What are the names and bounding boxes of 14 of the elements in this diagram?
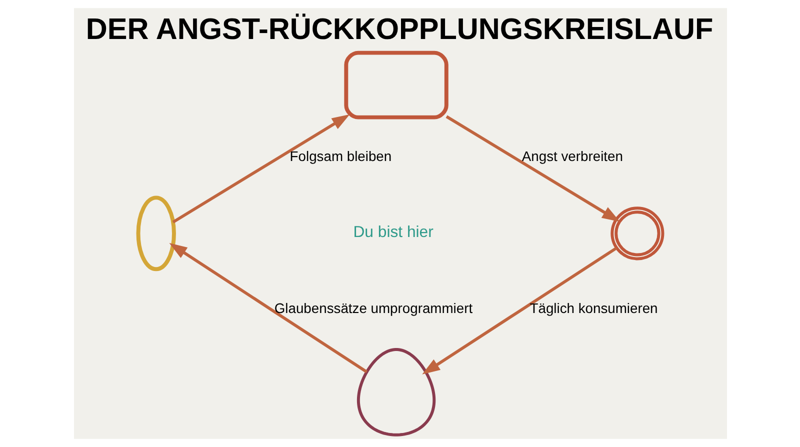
node-head: [356, 348, 436, 436]
arrow: [422, 246, 617, 374]
arrow: [172, 114, 350, 224]
edge-label: Glaubenssätze umprogrammiert: [274, 300, 472, 316]
node-text: Du bist hier: [352, 224, 433, 242]
node-eyes: [610, 206, 664, 260]
node-chain: [136, 196, 176, 272]
edge-label: Täglich konsumieren: [529, 300, 658, 316]
arrow: [445, 115, 620, 222]
diagram-title: DER ANGST-RÜCKKOPPLUNGSKREISLAUF: [85, 12, 713, 46]
node-monitor: [344, 50, 448, 120]
edge-label: Angst verbreiten: [521, 148, 622, 164]
arrow: [168, 242, 368, 374]
edge-label: Folgsam bleiben: [289, 148, 392, 164]
